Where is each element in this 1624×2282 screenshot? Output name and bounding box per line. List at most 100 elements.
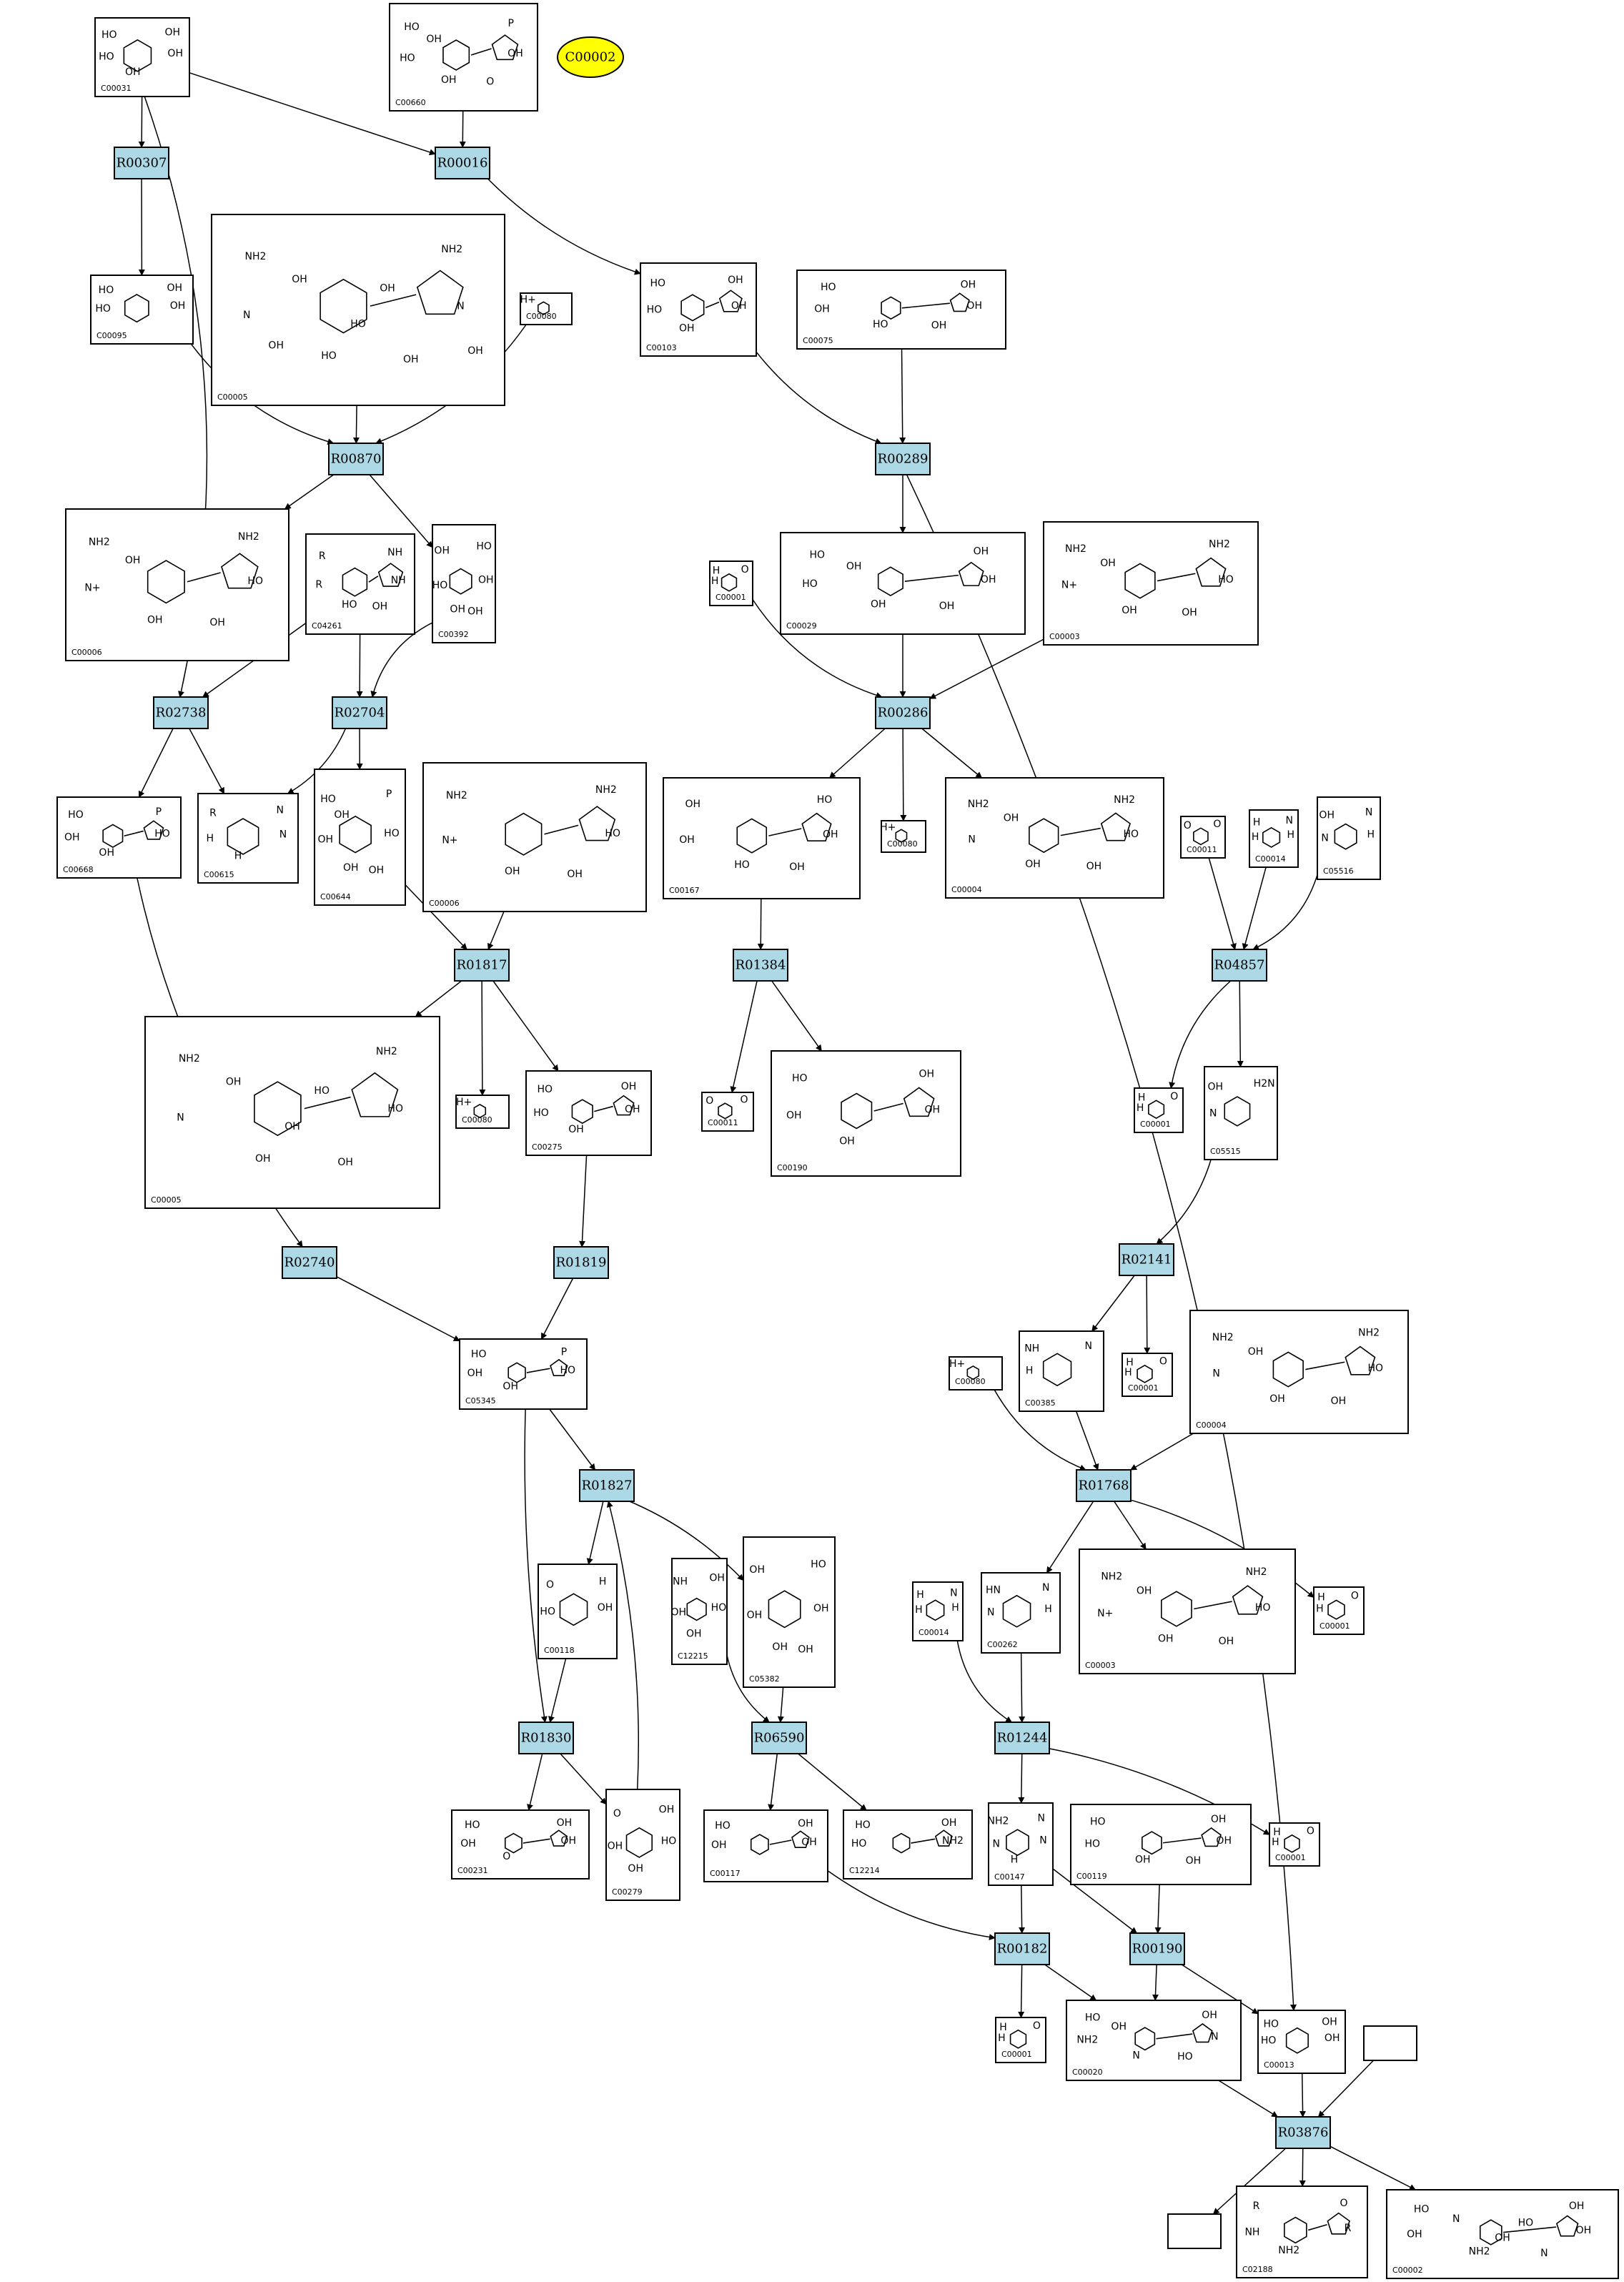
compound-C00080b[interactable]: H+C00080 [880,820,926,853]
compound-box[interactable] [1363,2025,1417,2061]
compound-box[interactable] [305,533,415,635]
compound-C00080a[interactable]: H+C00080 [520,292,573,325]
reaction-box[interactable] [553,1246,609,1279]
compound-box[interactable] [703,1809,828,1882]
compound-box[interactable] [432,524,496,643]
reaction-box[interactable] [875,696,931,729]
compound-box[interactable] [912,1581,964,1641]
compound-box[interactable] [1386,2189,1619,2279]
compound-box[interactable] [1180,816,1226,859]
reaction-R02740[interactable]: R02740 [282,1246,337,1279]
compound-box[interactable] [197,793,299,884]
compound-box[interactable] [90,275,194,345]
reaction-R06590[interactable]: R06590 [751,1722,807,1754]
compound-box[interactable] [1257,2010,1346,2074]
compound-box[interactable] [1066,2000,1242,2081]
reaction-R00182[interactable]: R00182 [994,1932,1050,1965]
compound-box[interactable] [701,1092,754,1132]
compound-box[interactable] [520,292,573,325]
reaction-box[interactable] [1212,949,1267,982]
reaction-R00016[interactable]: R00016 [435,147,490,179]
compound-box[interactable] [1043,521,1259,646]
reaction-box[interactable] [1129,1932,1185,1965]
reaction-R01817[interactable]: R01817 [454,949,510,982]
compound-box[interactable] [1019,1330,1104,1412]
compound-box[interactable] [1134,1087,1184,1133]
reaction-R01827[interactable]: R01827 [579,1469,635,1502]
reaction-R02704[interactable]: R02704 [332,696,387,729]
reaction-R00307[interactable]: R00307 [114,147,169,179]
reaction-R00870[interactable]: R00870 [328,443,384,475]
reaction-R03876[interactable]: R03876 [1275,2116,1331,2149]
compound-box[interactable] [640,262,757,357]
reaction-box[interactable] [751,1722,807,1754]
compound-box[interactable] [459,1338,588,1410]
reaction-R01768[interactable]: R01768 [1076,1469,1132,1502]
compound-box[interactable] [981,1572,1061,1654]
reaction-box[interactable] [579,1469,635,1502]
compound-box[interactable] [389,3,538,112]
reaction-R00286[interactable]: R00286 [875,696,931,729]
compound-box[interactable] [314,769,406,906]
compound-box[interactable] [949,1356,1003,1391]
reaction-R01244[interactable]: R01244 [994,1722,1050,1754]
compound-box[interactable] [1269,1822,1320,1867]
reaction-R04857[interactable]: R04857 [1212,949,1267,982]
compound-empty1[interactable] [1363,2025,1417,2061]
reaction-box[interactable] [328,443,384,475]
compound-box[interactable] [1079,1548,1296,1674]
compound-box[interactable] [1122,1353,1173,1397]
compound-box[interactable] [796,270,1006,350]
reaction-R00289[interactable]: R00289 [875,443,931,475]
reaction-box[interactable] [994,1932,1050,1965]
reaction-box[interactable] [733,949,788,982]
compound-box[interactable] [1249,809,1299,868]
reaction-R01830[interactable]: R01830 [518,1722,574,1754]
compound-box[interactable] [1313,1586,1365,1635]
reaction-box[interactable] [875,443,931,475]
reaction-R00190[interactable]: R00190 [1129,1932,1185,1965]
compound-box[interactable] [1204,1066,1278,1160]
compound-box[interactable] [663,777,861,899]
compound-box[interactable] [1317,796,1381,880]
reaction-box[interactable] [454,949,510,982]
reaction-box[interactable] [332,696,387,729]
compound-box[interactable] [988,1802,1054,1886]
reaction-box[interactable] [518,1722,574,1754]
